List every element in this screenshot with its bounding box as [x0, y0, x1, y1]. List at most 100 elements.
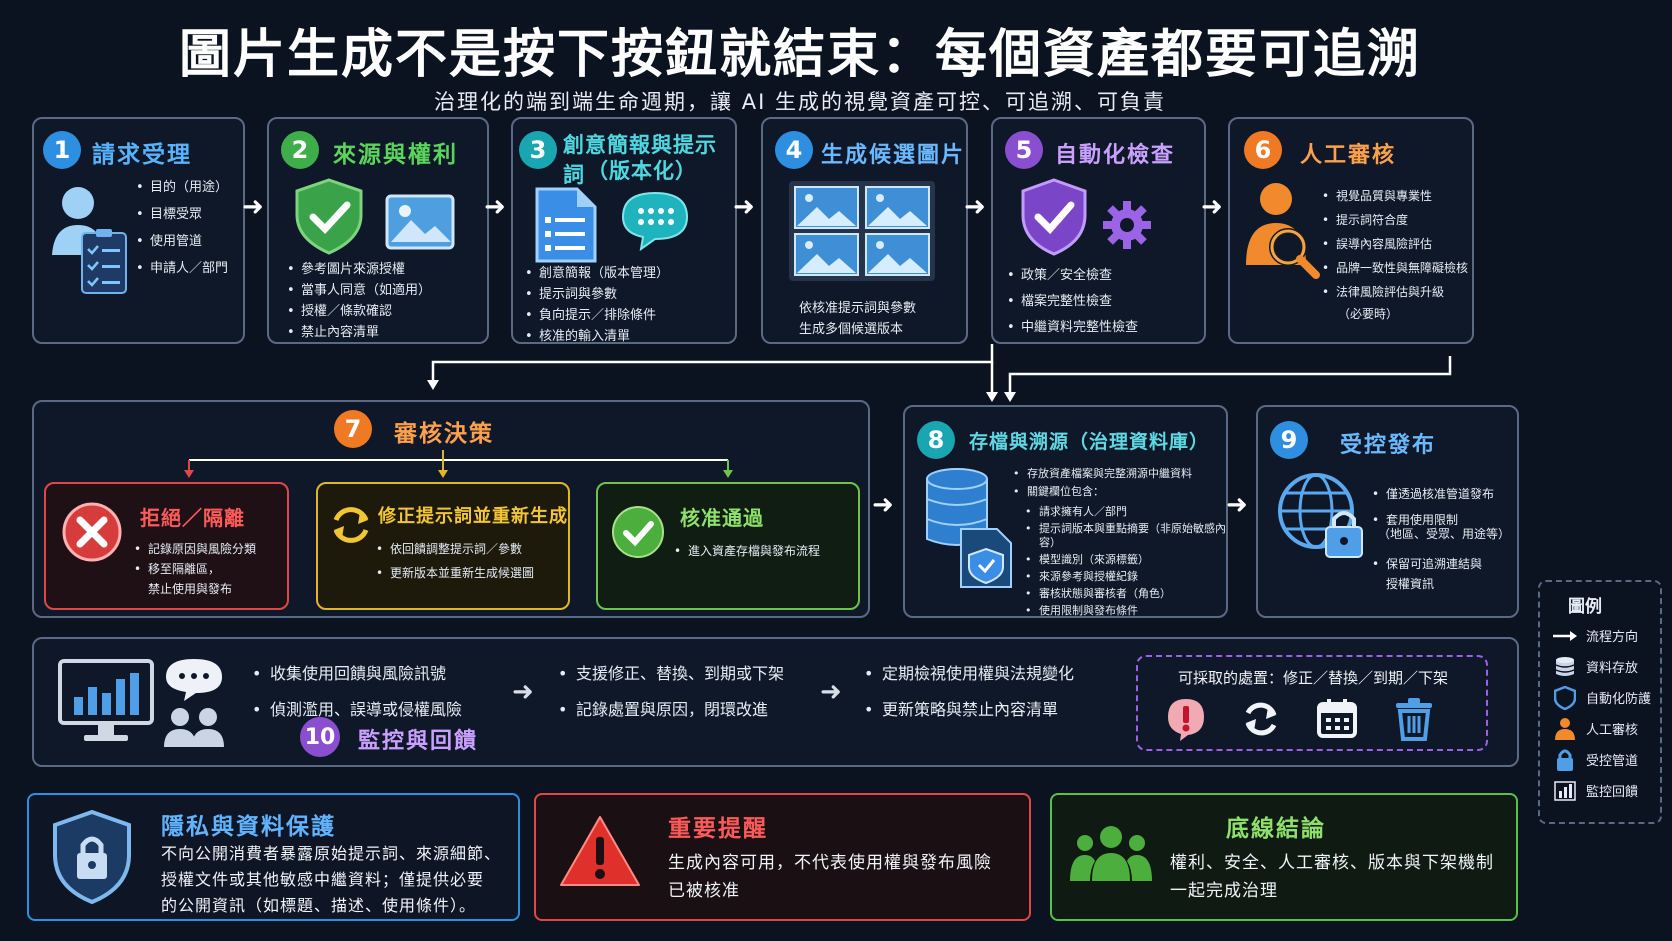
legend-label: 監控回饋	[1586, 785, 1639, 800]
step-number: 7	[334, 410, 372, 448]
flow-arrow-icon: ➜	[733, 192, 755, 222]
list-item: 參考圖片來源授權	[287, 263, 431, 278]
step-title: 生成候選圖片	[821, 143, 966, 168]
step-7-card: 7 審核決策 拒絕／隔離 記錄原因與風險分類 移至隔離區， 禁止使用與發布 修正…	[32, 400, 870, 618]
team-icon	[1070, 826, 1152, 881]
list-item: 僅透過核准管道發布	[1372, 487, 1494, 501]
step-3-items: 創意簡報（版本管理） 提示詞與參數 負向提示／排除條件 核准的輸入清單	[525, 267, 669, 351]
step-6-items: 視覺品質與專業性 提示詞符合度 誤導內容風險評估 品牌一致性與無障礙檢核 法律風…	[1322, 189, 1468, 303]
step-number: 3	[519, 131, 557, 169]
list-item: 使用管道	[136, 235, 228, 250]
arrow-icon	[1552, 630, 1578, 642]
list-item: 目標受眾	[136, 208, 228, 223]
list-item: 授權／條款確認	[287, 305, 431, 320]
step-9-note: （地區、受眾、用途等）	[1378, 527, 1511, 541]
page-subtitle: 治理化的端到端生命週期，讓 AI 生成的視覺資產可控、可追溯、可負責	[434, 90, 1166, 114]
step-title: 請求受理	[92, 142, 192, 168]
step-10-card: 收集使用回饋與風險訊號 偵測濫用、誤導或侵權風險 ➜ 支援修正、替換、到期或下架…	[32, 637, 1519, 767]
legend-label: 自動化防護	[1586, 692, 1652, 707]
list-item: 更新策略與禁止內容清單	[864, 701, 1074, 720]
check-circle-icon	[612, 506, 664, 558]
users-chat-icon	[164, 659, 224, 747]
step-5-card: 5 自動化檢查 政策／安全檢查 檔案完整性檢查 中繼資料完整性檢查	[991, 117, 1206, 344]
list-item: 提示詞版本與重點摘要（非原始敏感內容）	[1025, 522, 1226, 550]
alert-icon	[1168, 699, 1204, 741]
privacy-box: 隱私與資料保護 不向公開消費者暴露原始提示詞、來源細節、 授權文件或其他敏感中繼…	[27, 793, 520, 921]
list-item: 提示詞與參數	[525, 288, 669, 303]
step-title: 審核決策	[394, 421, 494, 447]
legend-item: 流程方向	[1552, 620, 1651, 651]
flow-arrow-icon: ➜	[964, 192, 986, 222]
step-number: 6	[1244, 131, 1282, 169]
list-item: 核准的輸入清單	[525, 330, 669, 345]
shield-lock-icon	[53, 809, 131, 905]
list-item: 存放資產檔案與完整溯源中繼資料	[1013, 467, 1192, 481]
list-item: 請求擁有人／部門	[1025, 505, 1226, 519]
monitor-col-2: 支援修正、替換、到期或下架 記錄處置與原因，閉環改進	[558, 665, 784, 726]
step-9-items: 僅透過核准管道發布 套用使用限制	[1372, 487, 1494, 529]
step-4-desc: 依核准提示詞與參數	[799, 301, 917, 316]
list-item: 審核狀態與審核者（角色）	[1025, 587, 1226, 601]
flow-arrow-icon: ➜	[1201, 192, 1223, 222]
shield-check-icon	[1021, 178, 1087, 256]
step-9-card: 9 受控發布 僅透過核准管道發布 套用使用限制 （地區、受眾、用途等） 保留可追…	[1256, 405, 1519, 618]
step-title-version: （版本化）	[587, 159, 697, 183]
step-number: 9	[1270, 421, 1308, 459]
person-magnifier-icon	[1246, 183, 1320, 279]
step-title: 人工審核	[1300, 143, 1397, 168]
decision-items: 記錄原因與風險分類 移至隔離區，	[134, 542, 256, 578]
person-clipboard-icon	[52, 187, 127, 294]
monitor-col-1: 收集使用回饋與風險訊號 偵測濫用、誤導或侵權風險	[252, 665, 462, 726]
list-item: 模型識別（來源標籤）	[1025, 553, 1226, 567]
list-item: 禁止內容清單	[287, 326, 431, 341]
refresh-icon	[1245, 702, 1277, 736]
step-number: 2	[281, 131, 319, 169]
list-item: 套用使用限制	[1372, 513, 1494, 527]
step-2-card: 2 來源與權利 參考圖片來源授權 當事人同意（如適用） 授權／條款確認 禁止內容…	[267, 117, 489, 344]
step-title: 自動化檢查	[1055, 143, 1176, 168]
legend-item: 人工審核	[1552, 713, 1651, 744]
legend: 圖例 流程方向 資料存放 自動化防護 人工審核 受控管道 監控回饋	[1538, 580, 1662, 824]
image-grid-icon	[789, 181, 935, 281]
list-item: 進入資產存檔與發布流程	[674, 544, 820, 558]
list-item: 記錄原因與風險分類	[134, 542, 256, 556]
step-6-note: （必要時）	[1338, 307, 1399, 321]
decision-items: 依回饋調整提示詞／參數 更新版本並重新生成候選圖	[376, 542, 534, 587]
decision-title: 核准通過	[680, 506, 764, 530]
step-1-items: 目的（用途） 目標受眾 使用管道 申請人／部門	[136, 181, 228, 283]
flow-arrow-icon: ➜	[820, 677, 842, 707]
list-item: 收集使用回饋與風險訊號	[252, 665, 462, 684]
decision-title: 拒絕／隔離	[140, 506, 245, 530]
conclusion-box: 底線結論 權利、安全、人工審核、版本與下架機制 一起完成治理	[1050, 793, 1518, 921]
list-item: 支援修正、替換、到期或下架	[558, 665, 784, 684]
list-item: 檔案完整性檢查	[1007, 295, 1138, 310]
legend-item: 受控管道	[1552, 744, 1651, 775]
gear-icon	[1103, 201, 1151, 249]
list-item: 提示詞符合度	[1322, 213, 1468, 227]
legend-label: 人工審核	[1586, 723, 1639, 738]
monitor-col-3: 定期檢視使用權與法規變化 更新策略與禁止內容清單	[864, 665, 1074, 726]
flow-arrow-icon: ➜	[872, 490, 894, 520]
step-title: 創意簡報與提示詞	[563, 133, 717, 187]
decision-note: 禁止使用與發布	[148, 582, 233, 596]
page-title: 圖片生成不是按下按鈕就結束：每個資產都要可追溯	[178, 25, 1421, 85]
calendar-icon	[1317, 699, 1357, 738]
list-item: 品牌一致性與無障礙檢核	[1322, 261, 1468, 275]
database-icon	[1552, 656, 1578, 678]
step-number: 5	[1005, 131, 1043, 169]
conclusion-title: 底線結論	[1226, 816, 1326, 842]
document-icon	[535, 187, 597, 263]
step-8-items: 存放資產檔案與完整溯源中繼資料 關鍵欄位包含：	[1013, 467, 1192, 501]
list-item: 移至隔離區，	[134, 562, 256, 576]
reminder-text: 已被核准	[668, 881, 740, 901]
close-icon	[62, 502, 122, 562]
list-item: 目的（用途）	[136, 181, 228, 196]
step-3-card: 3 創意簡報與提示詞 （版本化） 創意簡報（版本管理） 提示詞與參數 負向提示／…	[511, 117, 737, 344]
actions-title: 可採取的處置：修正／替換／到期／下架	[1178, 669, 1449, 687]
flow-arrow-icon: ➜	[512, 677, 534, 707]
database-icon	[926, 468, 1012, 588]
step-number: 8	[917, 421, 955, 459]
list-item: 誤導內容風險評估	[1322, 237, 1468, 251]
decision-revise: 修正提示詞並重新生成 依回饋調整提示詞／參數 更新版本並重新生成候選圖	[316, 482, 570, 610]
